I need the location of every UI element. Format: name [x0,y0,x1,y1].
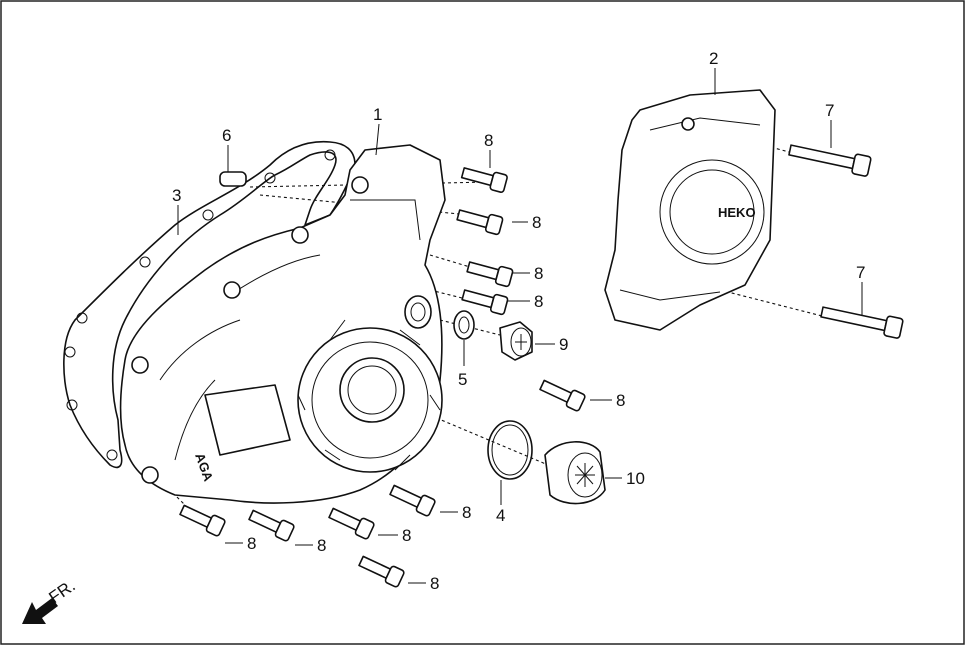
callout-8: 8 [484,131,493,150]
callout-7-top: 7 [825,101,834,120]
callout-1: 1 [373,105,382,124]
callout-labels: 1 2 3 4 5 6 7 7 8 8 8 8 8 8 8 8 8 8 9 10 [172,49,865,593]
callout-8: 8 [532,213,541,232]
plug-part-10 [544,441,606,505]
dowel-part-6 [219,171,247,187]
washer-part-5 [453,310,475,340]
crankcase-cover-part-1: AGA [119,144,446,504]
side-cover-part-2: HEKO [604,89,776,331]
cover-emblem: HEKO [718,205,756,220]
plug-part-9 [499,321,533,361]
front-arrow-icon [22,598,58,624]
callout-3: 3 [172,186,181,205]
callout-9: 9 [559,335,568,354]
callout-8: 8 [247,534,256,553]
leader-lines [177,68,863,584]
bolts-part-8 [179,167,586,588]
callout-8: 8 [534,264,543,283]
o-ring-part-4 [487,420,533,480]
callout-8: 8 [462,503,471,522]
callout-7-bottom: 7 [856,263,865,282]
callout-2: 2 [709,49,718,68]
callout-8: 8 [430,574,439,593]
callout-8: 8 [402,526,411,545]
long-bolts-part-7 [788,144,904,339]
callout-8: 8 [317,536,326,555]
callout-8: 8 [534,292,543,311]
callout-8: 8 [616,391,625,410]
callout-10: 10 [626,469,645,488]
callout-4: 4 [496,506,505,525]
callout-5: 5 [458,370,467,389]
callout-6: 6 [222,126,231,145]
gasket-part-3 [63,140,356,469]
front-direction-indicator: FR. [22,576,79,624]
